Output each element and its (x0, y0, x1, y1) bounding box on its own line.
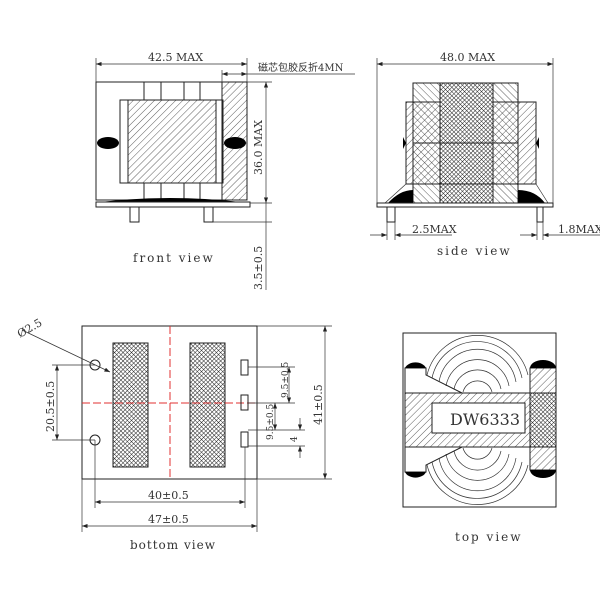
bottom-view: Ø2.5 20.5±0.5 40±0.5 47±0.5 41±0.5 9.5±0… (15, 316, 332, 552)
pad (240, 394, 249, 411)
solder-blob (97, 137, 119, 149)
part-label-box (431, 402, 526, 434)
bottom-width-dim: 47±0.5 (148, 513, 189, 526)
pad-length-dim: 4 (290, 436, 300, 442)
pin-span-dim: 40±0.5 (148, 489, 189, 502)
top-view-caption: top view (455, 530, 523, 544)
pin-length-dim: 3.5±0.5 (252, 246, 265, 290)
side-view-caption: side view (437, 244, 512, 258)
side-width-dim: 48.0 MAX (440, 51, 495, 64)
pin (129, 206, 140, 223)
pad-pitch-dim-1: 9.5±0.5 (281, 362, 291, 398)
pad (240, 359, 249, 376)
bottom-view-caption: bottom view (130, 538, 216, 552)
side-view: 48.0 MAX 2.5MAX 1.8MAX side view (370, 51, 600, 258)
pin (203, 206, 214, 223)
front-view-caption: front view (133, 251, 215, 265)
front-view: 42.5 MAX 磁芯包胶反折4MN 36.0 MAX 3.5±0.5 fron… (95, 51, 355, 290)
pin (386, 206, 396, 223)
pad-pitch-dim-2: 9.5±0.5 (266, 404, 276, 440)
hole-diameter-dim: Ø2.5 (15, 316, 44, 341)
bottom-height-dim: 41±0.5 (312, 384, 325, 425)
front-width-dim: 42.5 MAX (148, 51, 203, 64)
hole-spacing-dim: 20.5±0.5 (44, 381, 57, 432)
part-number: DW6333 (450, 410, 520, 429)
top-view: DW6333 top view (402, 332, 557, 544)
pin (536, 206, 544, 223)
right-pin-dim: 1.8MAX (558, 223, 600, 236)
left-pin-dim: 2.5MAX (412, 223, 457, 236)
front-height-dim: 36.0 MAX (252, 120, 265, 175)
core-note: 磁芯包胶反折4MN (258, 61, 344, 74)
solder-blob (224, 137, 246, 149)
pad (240, 431, 249, 448)
